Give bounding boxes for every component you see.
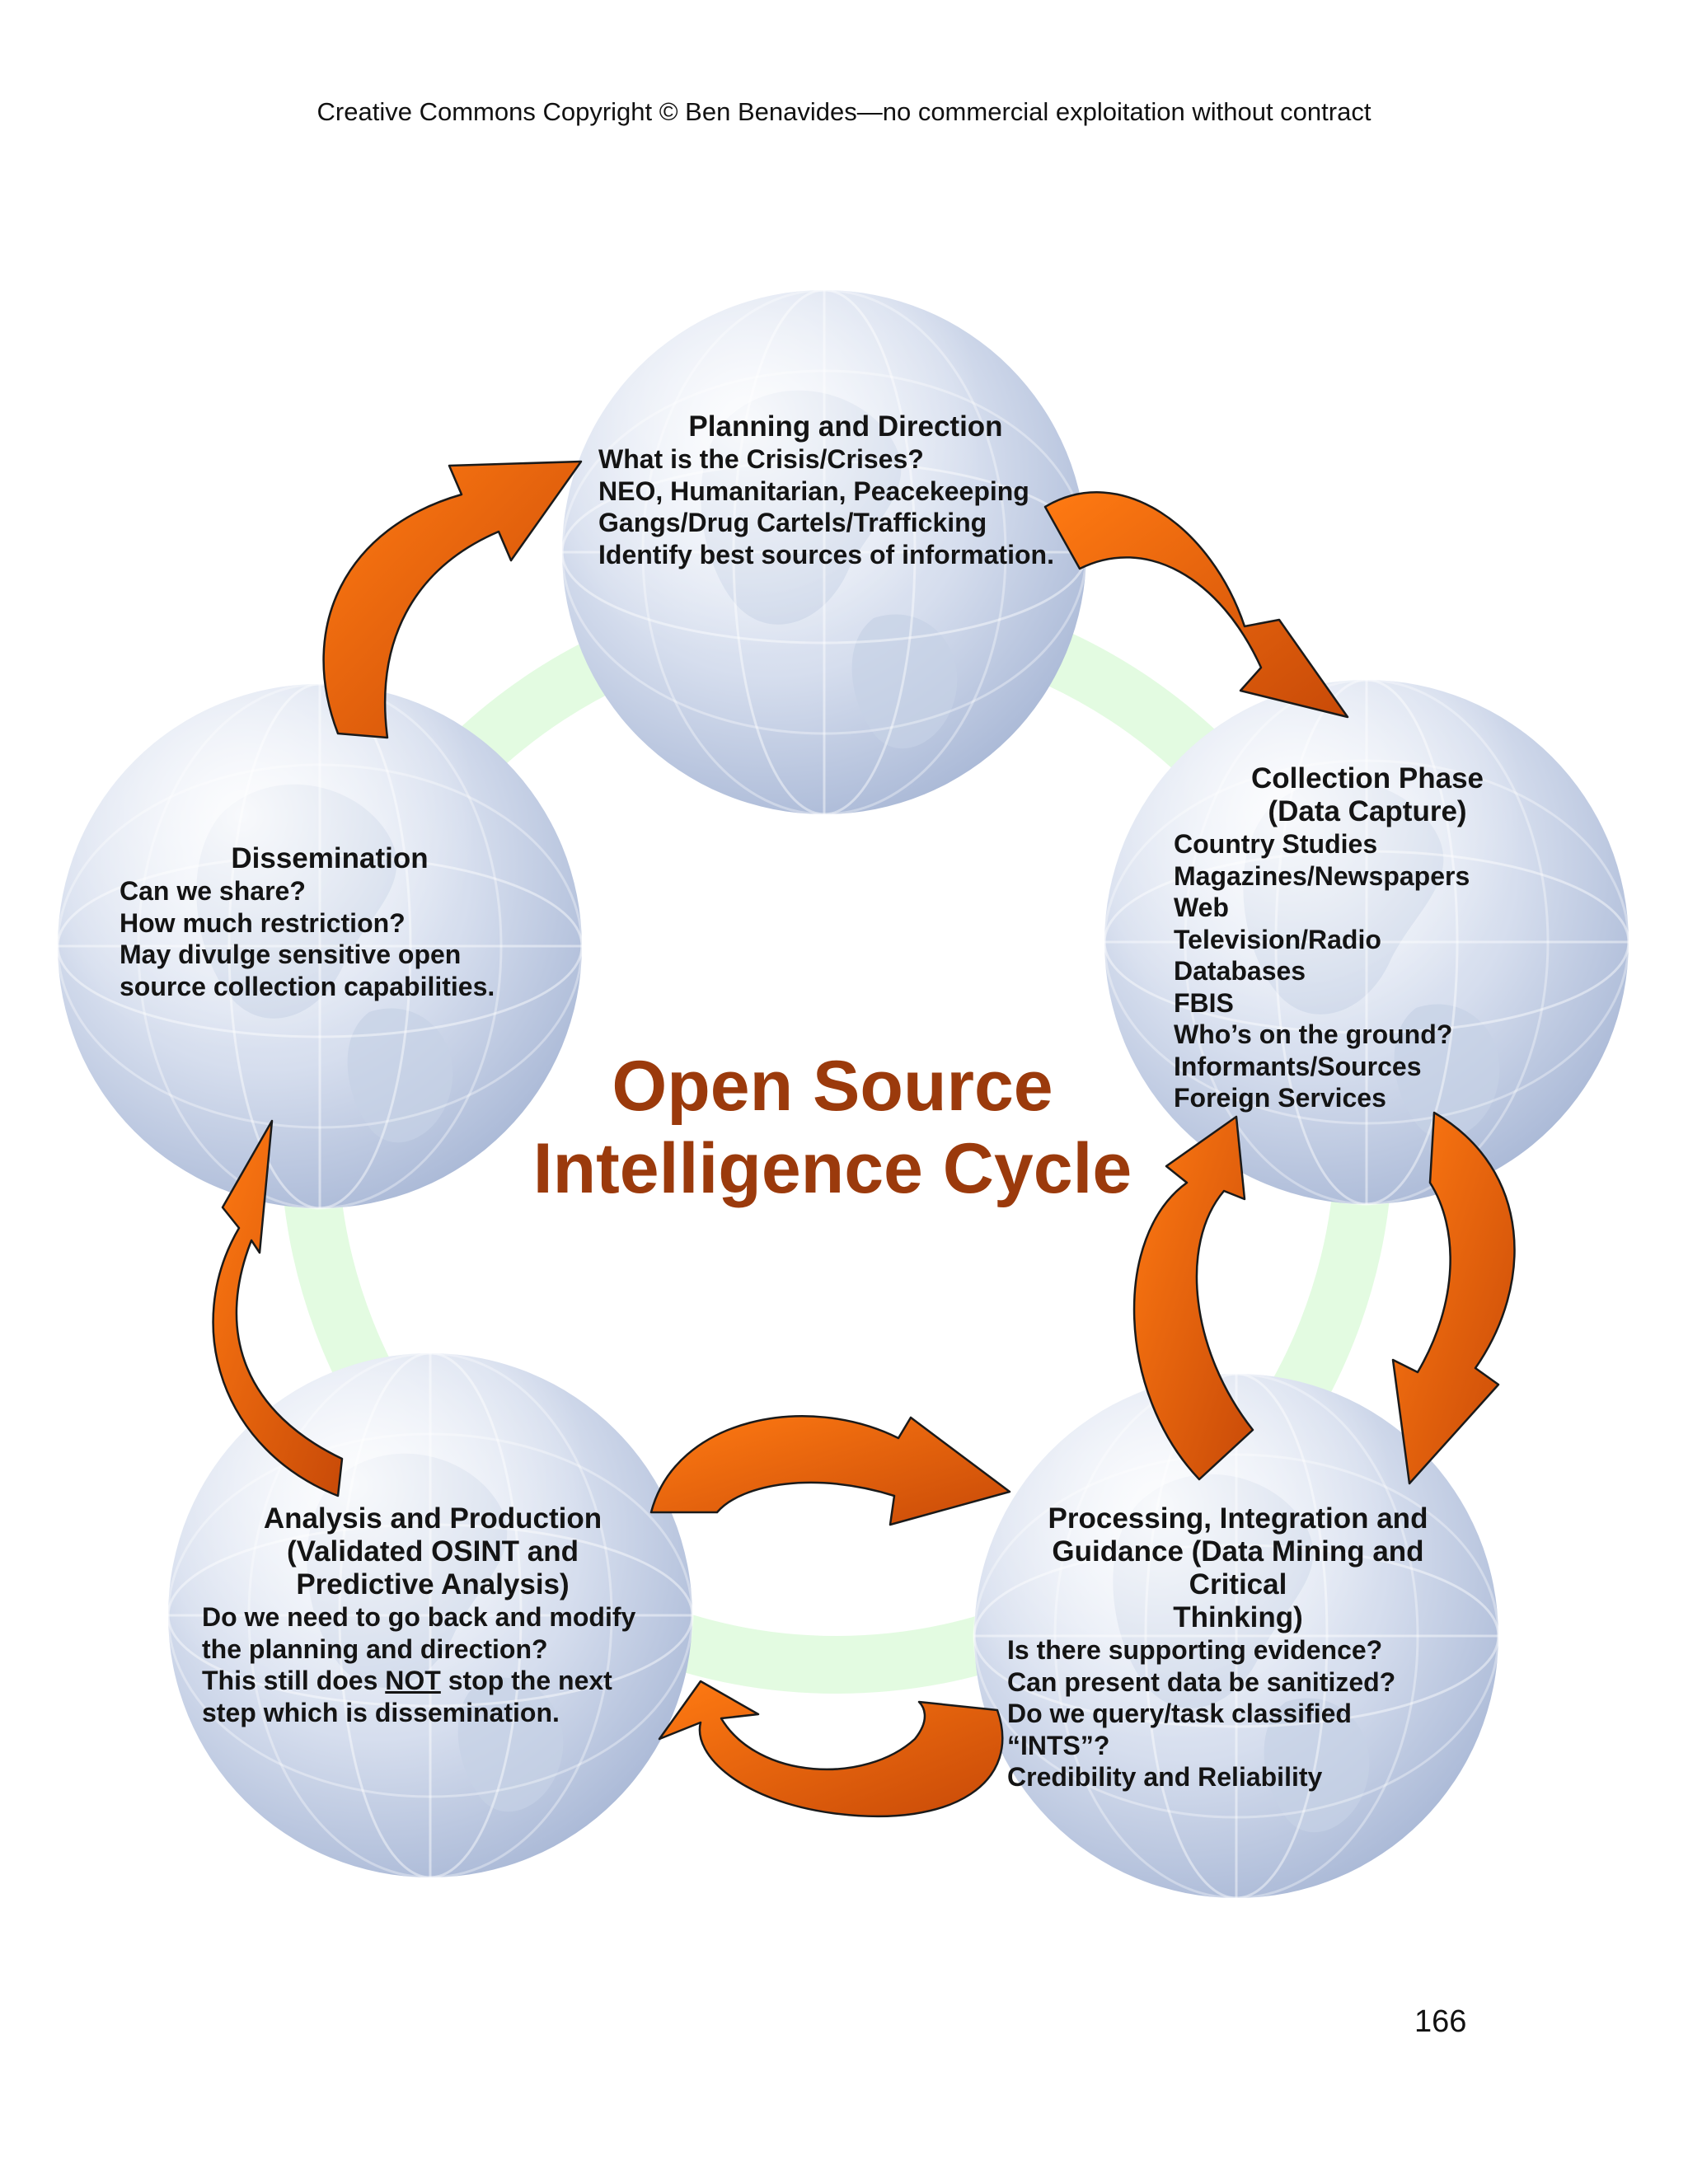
phase-heading: Dissemination bbox=[231, 842, 429, 874]
list-item: Identify best sources of information. bbox=[598, 539, 1054, 569]
list-item: Foreign Services bbox=[1174, 1083, 1386, 1113]
phase-heading: (Validated OSINT and bbox=[287, 1535, 579, 1568]
underlined-emphasis: NOT bbox=[385, 1666, 441, 1695]
phase-heading: Processing, Integration and bbox=[1048, 1502, 1428, 1535]
list-item: “INTS”? bbox=[1007, 1730, 1110, 1760]
list-item: Country Studies bbox=[1174, 829, 1378, 859]
list-item: May divulge sensitive open bbox=[120, 940, 462, 969]
text-fragment: This still does bbox=[202, 1666, 386, 1695]
page-number: 166 bbox=[1414, 2004, 1467, 2039]
list-item: Television/Radio bbox=[1174, 924, 1381, 954]
list-item: This still does NOT stop the next bbox=[202, 1665, 663, 1697]
phase-item-list: Do we need to go back and modify the pla… bbox=[202, 1601, 663, 1728]
phase-item-list: What is the Crisis/Crises? NEO, Humanita… bbox=[598, 443, 1093, 570]
list-item: NEO, Humanitarian, Peacekeeping bbox=[598, 476, 1029, 506]
curved-arrow-icon bbox=[1132, 1115, 1254, 1481]
phase-heading: Thinking) bbox=[1173, 1601, 1303, 1633]
globe-icon bbox=[56, 682, 584, 1210]
list-item: Gangs/Drug Cartels/Trafficking bbox=[598, 508, 987, 537]
list-item: step which is dissemination. bbox=[202, 1697, 560, 1727]
list-item: How much restriction? bbox=[120, 907, 406, 938]
phase-heading: Guidance (Data Mining and Critical bbox=[1052, 1535, 1424, 1601]
list-item: Do we need to go back and modify bbox=[202, 1602, 636, 1632]
phase-item-list: Can we share? How much restriction? May … bbox=[120, 875, 540, 1002]
curved-arrow-icon bbox=[1043, 491, 1349, 719]
phase-item-list: Is there supporting evidence? Can presen… bbox=[1007, 1634, 1469, 1793]
globe-icon bbox=[1103, 678, 1630, 1206]
list-item: Informants/Sources bbox=[1174, 1051, 1422, 1081]
center-title-line2: Intelligence Cycle bbox=[532, 1129, 1132, 1208]
globe-icon bbox=[560, 288, 1088, 816]
list-item: FBIS bbox=[1174, 987, 1234, 1018]
curved-arrow-icon bbox=[649, 1415, 1011, 1526]
center-title: Open Source Intelligence Cycle bbox=[462, 1045, 1203, 1210]
curved-arrow-icon bbox=[212, 1119, 344, 1497]
phase-analysis: Analysis and Production (Validated OSINT… bbox=[202, 1502, 663, 1728]
globe-icon bbox=[973, 1372, 1500, 1900]
phase-heading: Planning and Direction bbox=[688, 410, 1003, 443]
phase-heading: Collection Phase bbox=[1250, 762, 1484, 794]
list-item: the planning and direction? bbox=[202, 1633, 548, 1664]
list-item: Databases bbox=[1174, 956, 1306, 986]
list-item: Can we share? bbox=[120, 876, 306, 906]
list-item: source collection capabilities. bbox=[120, 971, 495, 1001]
curved-arrow-icon bbox=[1391, 1111, 1516, 1485]
list-item: Who’s on the ground? bbox=[1174, 1019, 1453, 1049]
copyright-notice: Creative Commons Copyright © Ben Benavid… bbox=[316, 97, 1372, 126]
phase-collection: Collection Phase (Data Capture) Country … bbox=[1174, 762, 1561, 1114]
list-item: Is there supporting evidence? bbox=[1007, 1635, 1383, 1665]
curved-arrow-icon bbox=[322, 460, 583, 739]
phase-item-list: Country Studies Magazines/Newspapers Web… bbox=[1174, 828, 1561, 1114]
list-item: Web bbox=[1174, 893, 1229, 922]
phase-heading: (Data Capture) bbox=[1268, 795, 1467, 827]
phase-heading: Predictive Analysis) bbox=[296, 1568, 570, 1601]
phase-processing: Processing, Integration and Guidance (Da… bbox=[1007, 1502, 1469, 1793]
globe-icon bbox=[166, 1352, 694, 1879]
list-item: Can present data be sanitized? bbox=[1007, 1666, 1396, 1697]
list-item: Magazines/Newspapers bbox=[1174, 860, 1470, 891]
text-fragment: stop the next bbox=[440, 1666, 612, 1695]
list-item: Credibility and Reliability bbox=[1007, 1762, 1323, 1792]
phase-dissemination: Dissemination Can we share? How much res… bbox=[120, 842, 540, 1002]
phase-planning: Planning and Direction What is the Crisi… bbox=[598, 410, 1093, 570]
center-title-line1: Open Source bbox=[612, 1047, 1053, 1126]
list-item: What is the Crisis/Crises? bbox=[598, 444, 924, 474]
list-item: Do we query/task classified bbox=[1007, 1699, 1352, 1728]
phase-heading: Analysis and Production bbox=[263, 1502, 603, 1535]
curved-arrow-icon bbox=[658, 1680, 1004, 1817]
